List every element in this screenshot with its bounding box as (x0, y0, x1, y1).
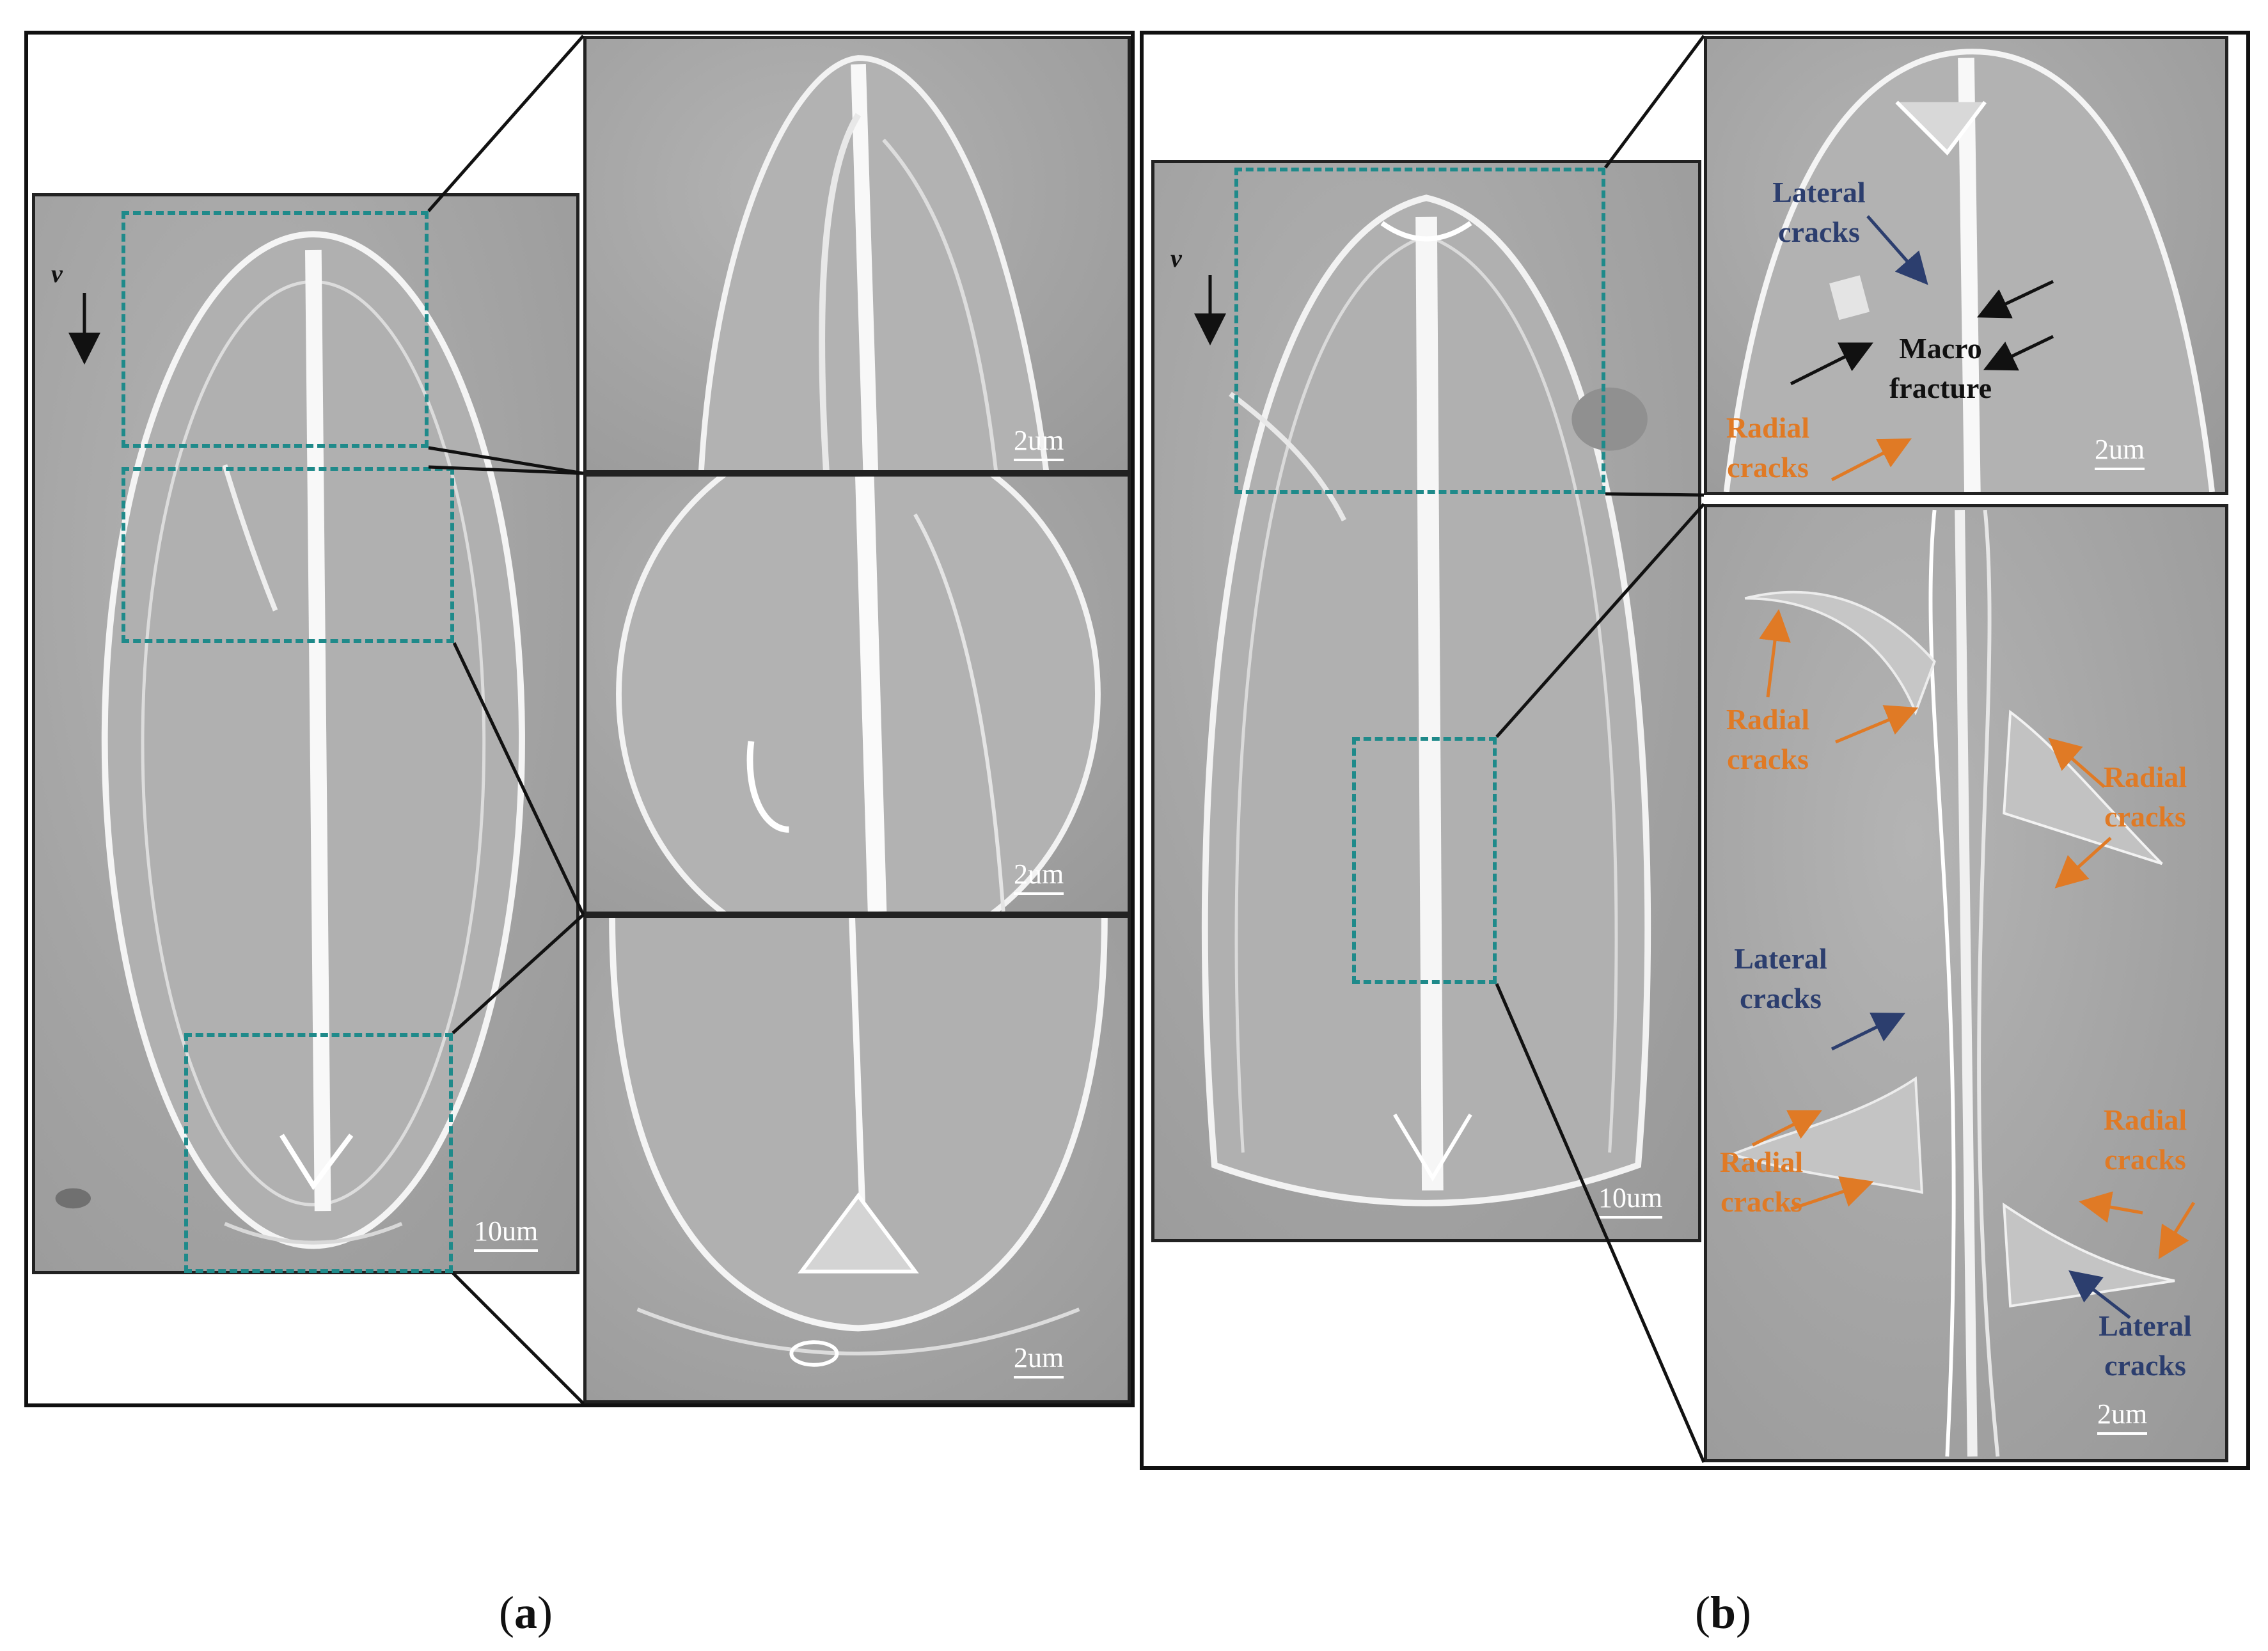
panel-a-dashed-box-bottom (184, 1033, 453, 1273)
panel-a-zoom-bottom-scale: 2um (1014, 1344, 1064, 1378)
radial-cracks-left1-label: Radial cracks (1726, 703, 1810, 776)
radial-cracks-right1-label: Radial cracks (2103, 761, 2187, 833)
panel-a-dashed-box-middle (122, 467, 454, 643)
panel-b-dashed-box-top (1234, 168, 1605, 494)
radial-cracks-right2-label: Radial cracks (2103, 1103, 2187, 1176)
panel-a-overview-scale: 10um (474, 1217, 539, 1252)
panel-a-dashed-box-top (122, 211, 429, 448)
panel-a-zoom-top-indent (698, 55, 1049, 470)
panel-a-zoom-top-scale: 2um (1014, 427, 1064, 461)
panel-a-caption-letter: a (514, 1587, 537, 1638)
lateral-cracks-bottom-label: Lateral cracks (2099, 1309, 2192, 1382)
lateral-cracks-mid-label: Lateral cracks (1734, 942, 1827, 1015)
panel-a-zoom-top-image: 2um (583, 36, 1131, 473)
panel-a-zoom-bottom-indent (609, 918, 1108, 1367)
panel-a-zoom-middle-indent (616, 477, 1101, 912)
panel-a-overview-indent (55, 231, 525, 1249)
radial-cracks-left2-label: Radial cracks (1719, 1146, 1804, 1219)
panel-b-caption-letter: b (1710, 1587, 1736, 1638)
panel-b-zoom-top-scale: 2um (2095, 436, 2145, 470)
panel-b-overview-scale: 10um (1598, 1184, 1663, 1219)
radial-cracks-top-label: Radial cracks (1726, 411, 1810, 484)
panel-a-caption: (a) (499, 1587, 553, 1638)
panel-a-zoom-middle-image: 2um (583, 473, 1131, 915)
panel-b-velocity-label: v (1170, 244, 1182, 273)
panel-b-zoom-bottom-scale: 2um (2097, 1400, 2148, 1435)
panel-b-caption: (b) (1695, 1587, 1752, 1638)
panel-a-zoom-bottom-image: 2um (583, 915, 1131, 1403)
panel-a-zoom-middle-scale: 2um (1014, 860, 1064, 895)
lateral-cracks-top-label: Lateral cracks (1772, 176, 1866, 249)
panel-b-overview-indent (1201, 194, 1651, 1206)
macro-fracture-label: Macro fracture (1889, 332, 1992, 405)
panel-a-velocity-label: v (51, 259, 63, 288)
panel-b-dashed-box-middle (1352, 737, 1497, 984)
